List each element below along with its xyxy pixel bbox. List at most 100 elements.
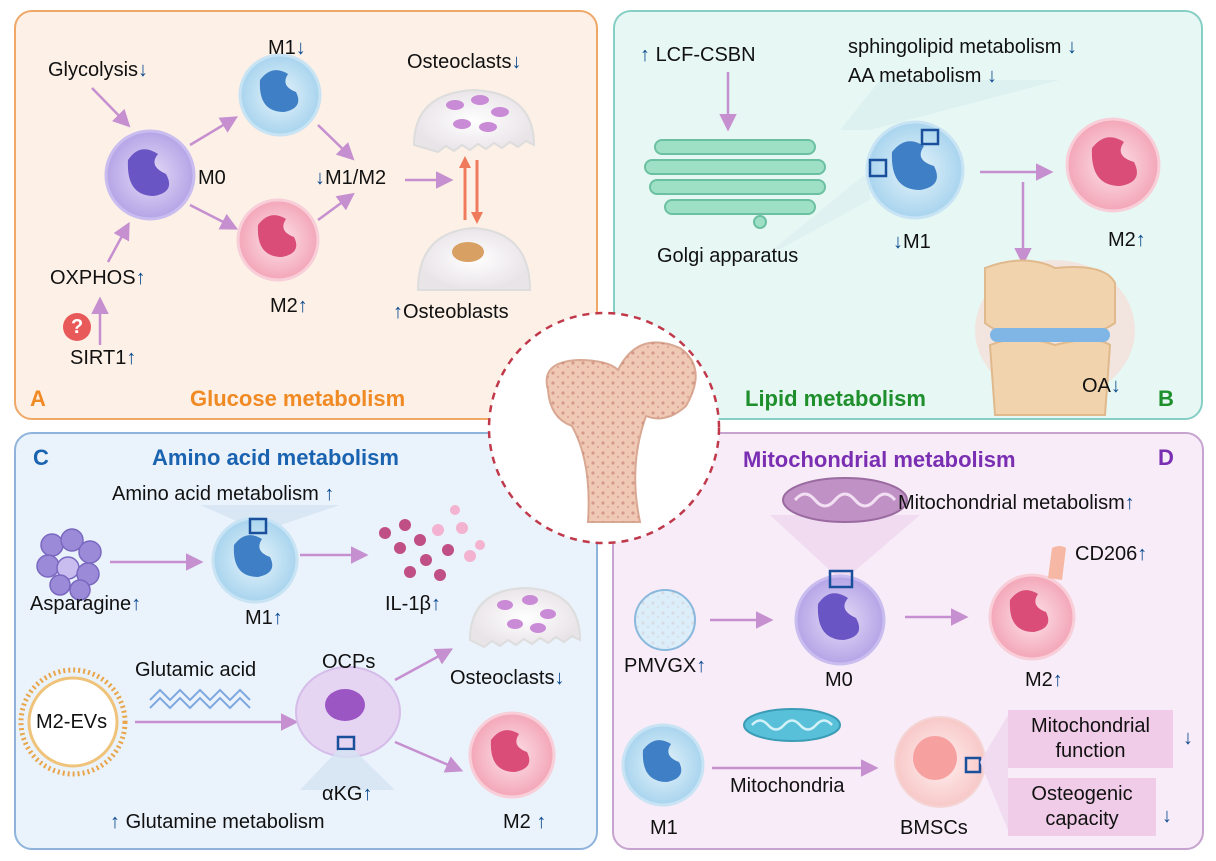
glutamine-text: Glutamine metabolism [125, 811, 325, 833]
mitochondrion-d-bottom-icon [743, 708, 841, 742]
m1m2-text: M1/M2 [325, 167, 387, 189]
glutamic-label: Glutamic acid [135, 659, 257, 681]
oa-text: OA [1082, 375, 1111, 397]
osteoblasts-label: ↑Osteoblasts [393, 302, 509, 322]
m1-text: M1 [268, 37, 296, 59]
glutamic-acid-icon [149, 688, 251, 710]
m1-label-c: M1↑ [245, 608, 283, 628]
m2-text: M2 [503, 811, 531, 833]
femur-bone-icon [487, 311, 721, 545]
m2-text: M2 [1025, 669, 1053, 691]
nanoparticle-icon [634, 589, 696, 651]
il1b-label: IL-1β↑ [385, 594, 441, 614]
zoom-cone-c-top [200, 505, 340, 527]
up-arrow-icon: ↑ [1052, 669, 1063, 691]
m1-text: M1 [903, 231, 931, 253]
down-arrow-icon: ↓ [554, 667, 565, 689]
oa-label: OA↓ [1082, 376, 1121, 396]
up-arrow-icon: ↑ [272, 607, 283, 629]
osteoclast-c-icon [468, 586, 582, 649]
m0-label-d: M0 [825, 669, 853, 691]
asparagine-cluster-icon [36, 528, 102, 601]
up-arrow-icon: ↑ [536, 811, 547, 833]
m2-label-b: M2↑ [1108, 230, 1146, 250]
up-arrow-icon: ↑ [393, 301, 403, 323]
cytokine-dots-icon [379, 505, 485, 581]
panel-a-title: Glucose metabolism [190, 386, 406, 411]
zoom-cone-b-top [840, 80, 1060, 130]
il1b-text: IL-1β [385, 593, 431, 615]
down-arrow-icon: ↓ [295, 37, 306, 59]
amino-meta-text: Amino acid metabolism [112, 483, 319, 505]
aa-label: AA metabolism ↓ [848, 66, 997, 86]
m2-text: M2 [270, 295, 298, 317]
up-arrow-icon: ↑ [1137, 543, 1148, 565]
glycolysis-text: Glycolysis [48, 59, 139, 81]
asparagine-label: Asparagine↑ [30, 594, 141, 614]
m1-label-a: M1↓ [268, 38, 306, 58]
mito-function-box: Mitochondrial function [1008, 710, 1173, 768]
macrophage-m2-a-icon [236, 198, 320, 282]
m2-label-a: M2↑ [270, 296, 308, 316]
panel-a-letter: A [30, 386, 46, 411]
zoom-cone-c-bottom [300, 750, 395, 790]
panel-d-title: Mitochondrial metabolism [743, 447, 1016, 472]
oxphos-label: OXPHOS↑ [50, 268, 146, 288]
panel-a-connectors [91, 87, 454, 345]
oxphos-text: OXPHOS [50, 267, 136, 289]
m1-label-b: ↓M1 [893, 232, 931, 252]
mitochondrion-d-top-icon [782, 477, 908, 523]
m1-label-d: M1 [650, 817, 678, 839]
lcf-label: ↑ LCF-CSBN [640, 45, 756, 65]
down-arrow-icon: ↓ [138, 59, 149, 81]
macrophage-m1-d-icon [621, 723, 705, 807]
panel-c-connectors [110, 546, 464, 773]
m2-label-d: M2↑ [1025, 670, 1063, 690]
up-arrow-icon: ↑ [135, 267, 146, 289]
lcf-text: LCF-CSBN [655, 44, 756, 66]
m1m2-label: ↓M1/M2 [315, 168, 386, 188]
down-arrow-icon: ↓ [986, 65, 997, 87]
up-arrow-icon: ↑ [324, 483, 335, 505]
panel-d-connectors [710, 608, 969, 777]
sphingo-label: sphingolipid metabolism ↓ [848, 37, 1077, 57]
down-arrow-icon: ↓ [315, 167, 325, 189]
asparagine-text: Asparagine [30, 593, 132, 615]
macrophage-m1-c-icon [211, 516, 299, 604]
down-arrow-icon: ↓ [893, 231, 903, 253]
m2-label-c: M2 ↑ [503, 812, 546, 832]
vesicle-icon [18, 667, 128, 777]
m1-text: M1 [245, 607, 273, 629]
mito-meta-label: Mitochondrial metabolism↑ [898, 493, 1135, 513]
macrophage-m0-d-icon [794, 569, 886, 666]
up-arrow-icon: ↑ [297, 295, 308, 317]
mitochondria-label: Mitochondria [730, 775, 845, 797]
ocp-cell-icon [295, 666, 401, 758]
down-arrow-icon: ↓ [511, 51, 522, 73]
osteoclasts-text: Osteoclasts [450, 667, 555, 689]
amino-meta-label: Amino acid metabolism ↑ [112, 484, 334, 504]
akg-label: αKG↑ [322, 784, 372, 804]
panel-b-connectors [980, 163, 1054, 266]
down-arrow-icon: ↓ [1067, 36, 1078, 58]
ocps-label: OCPs [322, 651, 376, 673]
panel-d-letter: D [1158, 445, 1174, 470]
panel-c-title: Amino acid metabolism [152, 445, 399, 470]
golgi-label: Golgi apparatus [657, 245, 799, 267]
up-arrow-icon: ↑ [640, 44, 650, 66]
osteogenic-box: Osteogenic capacity [1008, 778, 1156, 836]
up-arrow-icon: ↑ [131, 593, 142, 615]
down-arrow-icon: ↓ [1183, 727, 1193, 749]
down-arrow-icon: ↓ [1110, 375, 1121, 397]
m0-label-a: M0 [198, 167, 226, 189]
aa-text: AA metabolism [848, 65, 982, 87]
pmvgx-text: PMVGX [624, 655, 697, 677]
down-arrow-icon: ↓ [1162, 805, 1172, 827]
golgi-icon [644, 139, 826, 229]
cd206-label: CD206↑ [1075, 544, 1147, 564]
osteoclasts-label-c: Osteoclasts↓ [450, 668, 564, 688]
question-mark-text: ? [71, 316, 84, 338]
panel-b-title: Lipid metabolism [745, 386, 926, 411]
m2evs-label: M2-EVs [36, 711, 108, 733]
